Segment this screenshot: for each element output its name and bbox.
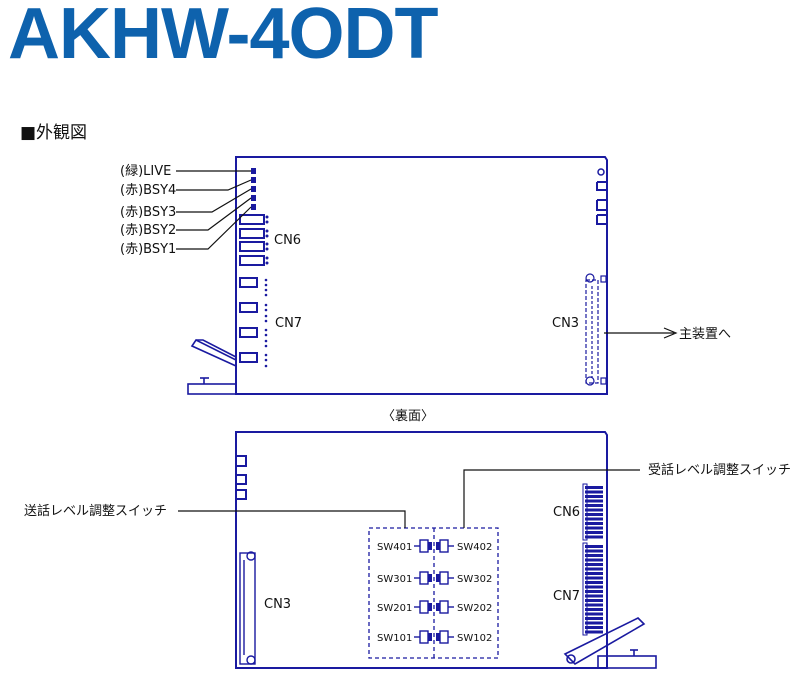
front-board [235,156,608,395]
switch-label-sw102: SW102 [457,633,492,644]
cn7-pin [585,626,603,629]
cn6-pin [585,486,603,489]
cn6-pin [585,513,603,516]
send-switch-label: 送話レベル調整スイッチ [24,503,167,519]
cn7-pin [585,630,603,634]
back-board [235,431,608,669]
connector-pins [264,215,269,368]
receive-dip-switch [439,630,449,644]
led-label-bsy2: (赤)BSY2 [120,223,176,238]
cn7-pin [585,594,603,598]
send-dip-knob [428,574,432,582]
send-dip-switch [419,571,429,585]
cn7-pin [585,549,603,553]
back-cn3-label: CN3 [264,597,291,612]
main-unit-label: 主装置へ [679,327,731,342]
back-caption: 〈裏面〉 [382,409,434,424]
cn7-pin [585,567,603,571]
cn7-pin [585,545,603,548]
cn6-pin [585,517,603,521]
cn7-pin [585,599,603,602]
front-cn7-label: CN7 [275,316,302,331]
send-dip-knob [428,633,432,641]
cn6-pin [585,535,603,539]
led-leader-lines [176,170,252,250]
main-unit-arrow [604,327,678,339]
back-cn3-connector [239,551,256,665]
cn7-pin [585,572,603,575]
cn7-pin [585,581,603,584]
cn6-header [582,483,588,541]
receive-dip-switch [439,571,449,585]
send-dip-switch [419,600,429,614]
switch-label-sw301: SW301 [377,574,412,585]
cn7-pin [585,576,603,580]
dip-switches [414,539,454,644]
cn7-pin [585,612,603,616]
back-connector-pins [582,483,603,636]
cn6-pin [585,490,603,494]
cn6-pin [585,522,603,525]
cn7-header [582,542,588,636]
cn7-pin [585,558,603,562]
receive-dip-knob [436,633,440,641]
product-title: AKHW-4ODT [8,0,439,74]
cn7-pin [585,554,603,557]
led-label-bsy4: (赤)BSY4 [120,183,176,198]
cn7-pin [585,563,603,566]
cn7-pin [585,603,603,607]
front-cn3-connector [585,273,607,386]
front-cn3-label: CN3 [552,316,579,331]
send-dip-switch [419,630,429,644]
receive-dip-switch [439,539,449,553]
send-dip-knob [428,603,432,611]
front-cn6-label: CN6 [274,233,301,248]
cn6-pin [585,531,603,534]
receive-dip-knob [436,574,440,582]
back-cn6-label: CN6 [553,505,580,520]
switch-label-sw202: SW202 [457,603,492,614]
cn7-pin [585,590,603,593]
back-ejector-lever [563,617,657,669]
cn6-pin [585,499,603,503]
switch-leader-lines [178,469,640,528]
back-cn7-label: CN7 [553,589,580,604]
switch-label-sw302: SW302 [457,574,492,585]
cn6-pin [585,508,603,512]
cn7-pin [585,608,603,611]
receive-dip-knob [436,542,440,550]
cn6-pin [585,504,603,507]
switch-label-sw201: SW201 [377,603,412,614]
cn7-pin [585,617,603,620]
switch-label-sw101: SW101 [377,633,412,644]
led-label-bsy3: (赤)BSY3 [120,205,176,220]
send-dip-switch [419,539,429,553]
send-dip-knob [428,542,432,550]
front-ejector-lever [187,338,237,395]
receive-dip-switch [439,600,449,614]
cn7-pin [585,621,603,625]
switch-area [368,527,499,659]
switch-label-sw402: SW402 [457,542,492,553]
led-label-live: (緑)LIVE [120,164,171,179]
cn7-pin [585,585,603,589]
switch-label-sw401: SW401 [377,542,412,553]
receive-switch-label: 受話レベル調整スイッチ [648,462,791,478]
led-label-bsy1: (赤)BSY1 [120,242,176,257]
section-heading: ■外観図 [20,123,88,143]
cn6-pin [585,495,603,498]
led-pads [251,168,256,210]
cn6-pin [585,526,603,530]
receive-dip-knob [436,603,440,611]
